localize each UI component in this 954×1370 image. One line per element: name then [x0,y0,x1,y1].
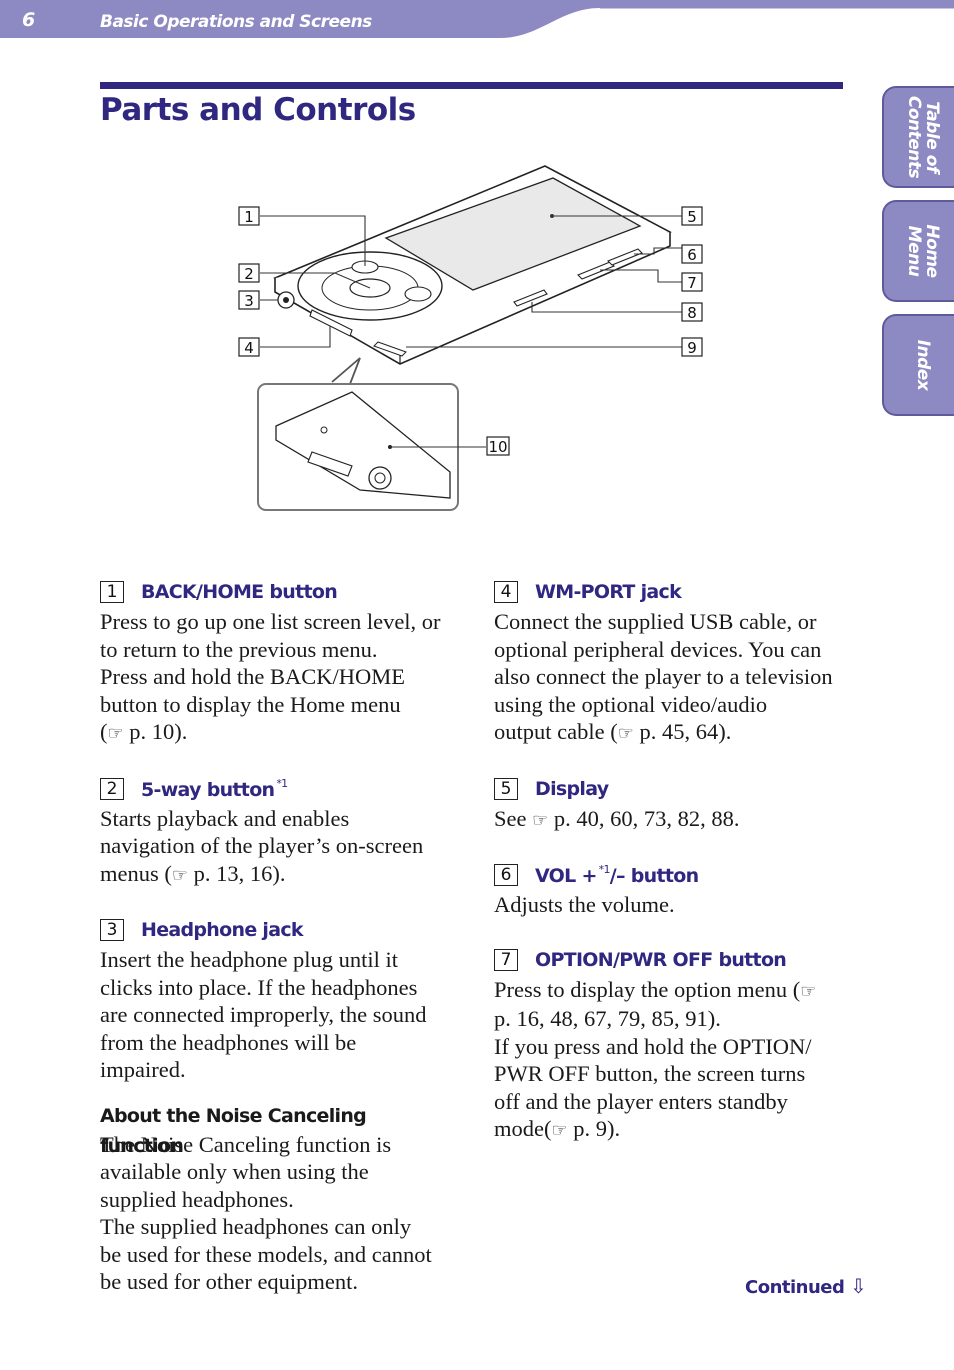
page-reference-link[interactable]: p. 45, 64). [639,719,732,744]
item-description: Press to go up one list screen level, or… [100,609,441,744]
item-number: 5 [494,777,518,800]
svg-text:5: 5 [687,208,697,226]
svg-text:9: 9 [687,339,697,357]
header-band [0,0,954,38]
item-headphone-jack: 3 Headphone jack Insert the headphone pl… [100,914,452,1084]
item-5-way-button: 2 5-way button*1 Starts playback and ena… [100,773,452,890]
item-title: WM-PORT jack [535,581,682,603]
item-title: Display [535,777,609,800]
svg-text:4: 4 [244,339,254,357]
item-description: Press to display the option menu (☞ p. 1… [494,976,817,1142]
callout-4: 4 [238,337,260,357]
svg-text:7: 7 [687,274,697,292]
down-arrow-icon: ⇩ [850,1274,867,1298]
note-body: The Noise Canceling function is availabl… [100,1131,432,1295]
right-column: 4 WM-PORT jack Connect the supplied USB … [494,576,846,1145]
item-wm-port-jack: 4 WM-PORT jack Connect the supplied USB … [494,576,846,748]
callout-10: 10 [486,436,510,456]
callout-7: 7 [681,272,703,292]
callout-1: 1 [238,206,260,226]
item-number: 3 [100,919,124,941]
callout-9: 9 [681,337,703,357]
callout-6: 6 [681,244,703,264]
tab-home-menu[interactable]: Home Menu [882,200,954,302]
item-number: 1 [100,581,124,603]
callout-5: 5 [681,206,703,226]
item-description: See ☞ p. 40, 60, 73, 82, 88. [494,805,740,831]
svg-text:6: 6 [687,246,697,264]
page-title: Parts and Controls [100,92,416,128]
pointing-hand-icon: ☞ [171,864,189,886]
page-reference-link[interactable]: p. 16, 48, 67, 79, 85, 91). [494,1006,721,1031]
pointing-hand-icon: ☞ [551,1120,568,1141]
page-header: 6 Basic Operations and Screens [0,0,954,40]
tab-index[interactable]: Index [882,314,954,416]
title-rule [100,82,843,89]
item-title: OPTION/PWR OFF button [535,948,787,971]
left-column: 1 BACK/HOME button Press to go up one li… [100,576,452,1296]
footnote-mark: *1 [598,863,611,876]
item-description: Connect the supplied USB cable, or optio… [494,609,833,744]
page-reference-link[interactable]: p. 40, 60, 73, 82, 88. [553,805,740,831]
pointing-hand-icon: ☞ [532,809,549,831]
continued-indicator[interactable]: Continued ⇩ [745,1274,867,1298]
item-title: VOL +*1/– button [535,863,699,887]
page-reference-link[interactable]: p. 13, 16). [193,860,286,886]
item-number: 6 [494,864,518,886]
svg-text:10: 10 [488,438,507,456]
svg-text:8: 8 [687,304,697,322]
item-number: 2 [100,777,124,800]
item-description: Starts playback and enables navigation o… [100,805,424,886]
item-title: 5-way button*1 [141,776,288,801]
item-description: Adjusts the volume. [494,892,675,917]
item-title: Headphone jack [141,919,304,941]
page-reference-link[interactable]: p. 10). [129,719,188,744]
svg-text:3: 3 [244,292,254,310]
footnote-mark: *1 [276,776,288,790]
callout-3: 3 [238,290,260,310]
tab-label-home-menu: Home Menu [904,224,942,278]
player-diagram: 1 2 3 4 5 6 7 8 9 10 [238,165,703,511]
item-number: 4 [494,581,518,603]
section-title: Basic Operations and Screens [100,12,372,32]
callout-8: 8 [681,302,703,322]
note-heading: About the Noise Canceling function [100,1104,367,1157]
tab-table-of-contents[interactable]: Table of Contents [882,86,954,188]
pointing-hand-icon: ☞ [617,723,634,744]
pointing-hand-icon: ☞ [800,980,817,1002]
item-number: 7 [494,948,518,971]
page-number: 6 [22,9,36,31]
item-option-pwr-off: 7 OPTION/PWR OFF button Press to display… [494,944,846,1145]
item-title: BACK/HOME button [141,581,338,603]
item-display: 5 Display See ☞ p. 40, 60, 73, 82, 88. [494,773,846,835]
page-reference-link[interactable]: p. 9). [573,1116,621,1141]
continued-label: Continued [745,1277,845,1298]
svg-text:1: 1 [244,208,254,226]
item-back-home: 1 BACK/HOME button Press to go up one li… [100,576,452,748]
tab-label-table-of-contents: Table of Contents [904,95,942,179]
item-vol-button: 6 VOL +*1/– button Adjusts the volume. [494,859,846,919]
noise-canceling-note: About the Noise Canceling function The N… [100,1101,452,1296]
pointing-hand-icon: ☞ [107,723,124,744]
item-description: Insert the headphone plug until it click… [100,947,427,1082]
callout-2: 2 [238,263,260,283]
tab-label-index: Index [913,339,933,391]
svg-text:2: 2 [244,265,254,283]
